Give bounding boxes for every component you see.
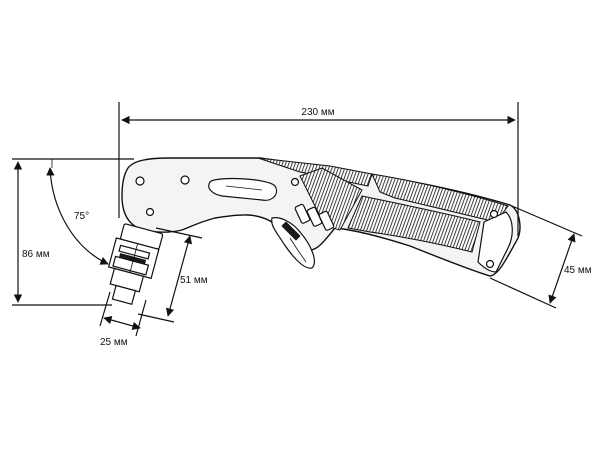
grip-lower xyxy=(347,195,481,253)
dimension-head-length: 51 мм xyxy=(137,227,208,323)
screw-hole-mid xyxy=(290,177,300,187)
screw-hole-rear-bottom xyxy=(485,259,495,269)
screw-hole-low xyxy=(145,207,155,217)
body-slot xyxy=(208,177,278,201)
dimension-handle-diameter: 45 мм xyxy=(489,205,592,309)
label-length: 230 мм xyxy=(301,107,334,118)
dimension-height: 86 мм xyxy=(12,158,134,306)
trigger-button-2 xyxy=(306,206,323,227)
trigger-button-1 xyxy=(294,203,311,224)
screw-hole-front xyxy=(135,176,145,186)
end-cap xyxy=(477,211,513,273)
dimension-angle: 75° xyxy=(46,159,109,265)
trigger-button-3 xyxy=(318,210,335,231)
dimension-head-width: 25 мм xyxy=(99,291,147,348)
trigger xyxy=(271,203,335,269)
label-height: 86 мм xyxy=(22,249,50,260)
label-angle: 75° xyxy=(74,211,89,222)
label-head-width: 25 мм xyxy=(100,337,128,348)
dimension-length: 230 мм xyxy=(118,102,519,236)
label-head-length: 51 мм xyxy=(180,275,208,286)
torch-head xyxy=(107,223,164,305)
screw-hole-top xyxy=(180,175,190,185)
label-handle-diameter: 45 мм xyxy=(564,265,592,276)
screw-hole-rear-top xyxy=(489,209,499,219)
torch-body xyxy=(121,157,521,277)
